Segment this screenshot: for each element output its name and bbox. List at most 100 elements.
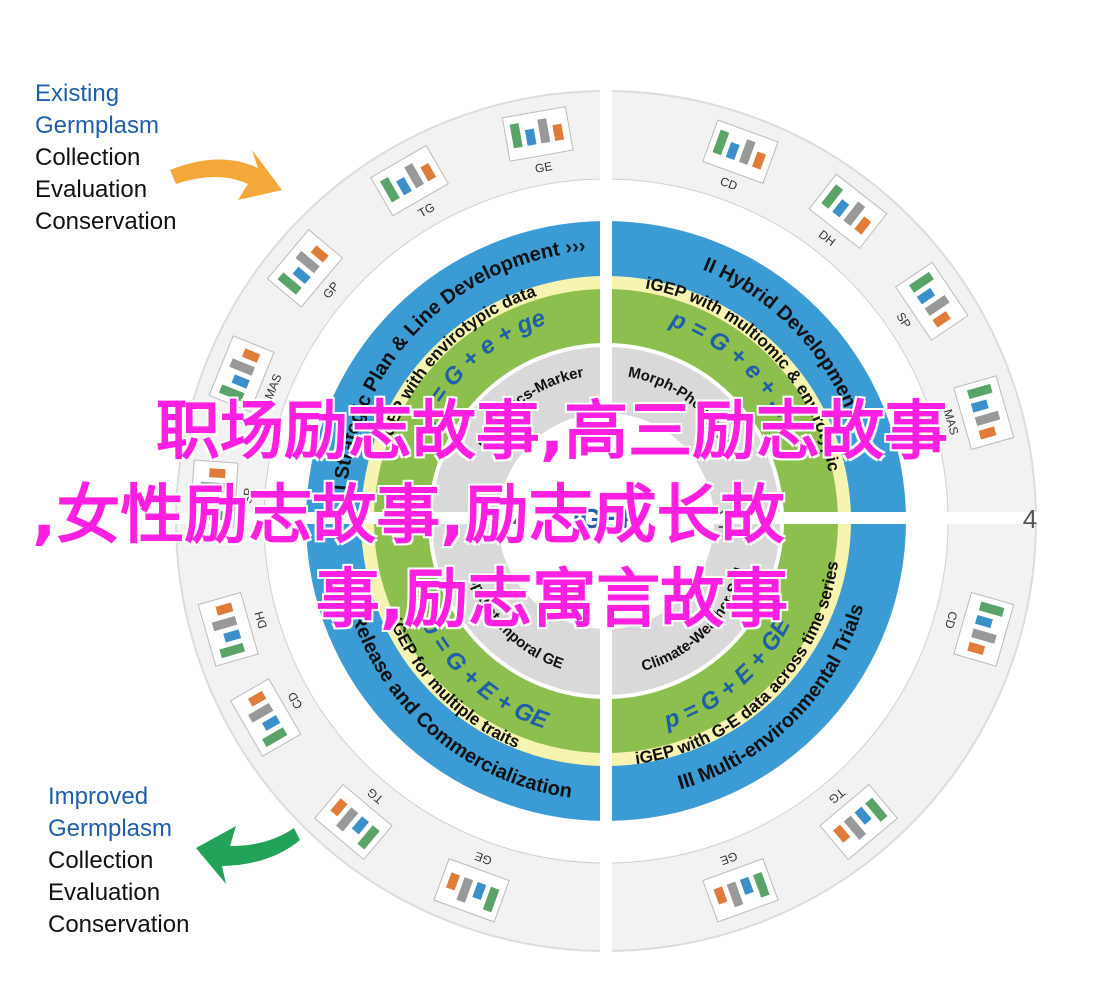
thumbnail-graphic — [248, 702, 274, 723]
thumbnail-graphic — [924, 295, 950, 316]
thumbnail-ge: GE — [501, 106, 574, 176]
thumbnail-graphic — [713, 886, 728, 905]
thumbnail-frame — [501, 106, 574, 162]
thumbnail-graphic — [335, 807, 359, 832]
improved-item-evaluation: Evaluation — [48, 879, 161, 906]
thumbnail-graphic — [379, 177, 400, 203]
thumbnail-graphic — [456, 877, 474, 903]
thumbnail-sp: SP — [893, 261, 969, 341]
thumbnail-graphic — [310, 245, 329, 263]
thumbnail-frame — [819, 783, 899, 861]
thumbnail-cd: CD — [942, 591, 1015, 667]
thumbnail-graphic — [970, 399, 989, 413]
thumbnail-graphic — [482, 886, 500, 913]
thumbnail-graphic — [843, 815, 867, 840]
thumbnail-label: CD — [718, 174, 739, 193]
thumbnail-graphic — [247, 690, 267, 707]
thumbnail-graphic — [404, 163, 425, 189]
existing-line2: Germplasm — [35, 112, 160, 139]
thumbnail-label: GE — [718, 849, 739, 868]
thumbnail-frame — [895, 261, 969, 341]
thumbnail-label: MAS — [941, 408, 962, 437]
improved-line2: Germplasm — [48, 815, 173, 842]
thumbnail-ge: GE — [433, 849, 510, 923]
thumbnail-tg: TG — [370, 144, 449, 220]
thumbnail-graphic — [712, 129, 730, 156]
thumbnail-graphic — [330, 798, 348, 817]
thumbnail-graphic — [752, 151, 766, 170]
existing-item-collection: Collection — [35, 144, 141, 171]
thumbnail-label: GE — [534, 159, 554, 176]
existing-item-conservation: Conservation — [35, 208, 177, 235]
thumbnail-label: CD — [942, 610, 960, 631]
thumbnail-label: SP — [240, 487, 255, 504]
thumbnail-graphic — [200, 481, 225, 493]
thumbnail-graphic — [215, 602, 234, 616]
existing-germplasm-label: Existing Germplasm Collection Evaluation… — [35, 78, 176, 238]
overlay-line1: 职场励志故事,高三励志故事 — [155, 395, 949, 469]
thumbnail-gp: GP — [266, 228, 344, 308]
thumbnail-graphic — [843, 201, 866, 226]
thumbnail-graphic — [752, 872, 770, 898]
thumbnail-graphic — [726, 881, 744, 908]
thumbnail-graphic — [865, 797, 888, 822]
overlay-line3: 事,励志寓言故事 — [315, 563, 789, 637]
thumbnail-graphic — [262, 727, 288, 748]
improved-item-collection: Collection — [48, 847, 154, 874]
arrow-existing-icon — [170, 150, 282, 200]
thumbnail-graphic — [277, 272, 302, 295]
thumbnail-graphic — [932, 311, 951, 328]
thumbnail-graphic — [209, 468, 226, 479]
thumbnail-graphic — [854, 216, 872, 235]
thumbnail-graphic — [357, 825, 380, 850]
thumbnail-graphic — [295, 250, 320, 274]
thumbnail-graphic — [978, 601, 1005, 617]
thumbnail-frame — [808, 173, 888, 250]
thumbnail-graphic — [229, 358, 255, 376]
thumbnail-graphic — [552, 123, 565, 141]
inner-left-number: 4 — [513, 504, 527, 534]
thumbnail-mas: MAS — [941, 375, 1015, 451]
thumbnail-graphic — [218, 384, 245, 402]
thumbnail-sp: SP — [189, 459, 255, 528]
thumbnail-graphic — [974, 410, 1001, 427]
existing-item-evaluation: Evaluation — [35, 176, 148, 203]
thumbnail-graphic — [446, 872, 460, 891]
thumbnail-graphic — [351, 816, 369, 835]
thumbnail-graphic — [725, 141, 740, 161]
thumbnail-graphic — [420, 162, 437, 182]
arrow-improved-icon — [196, 826, 300, 884]
overlay-text: 职场励志故事,高三励志故事 ,女性励志故事,励志成长故 事,励志寓言故事 — [0, 390, 1104, 642]
thumbnail-frame — [266, 228, 344, 308]
thumbnail-cd: CD — [702, 119, 779, 193]
thumbnail-tg: TG — [819, 783, 899, 861]
thumbnail-graphic — [971, 628, 997, 644]
thumbnail-graphic — [242, 348, 261, 363]
thumbnail-ge: GE — [702, 849, 779, 923]
thumbnail-graphic — [231, 374, 250, 389]
thumbnail-graphic — [916, 287, 936, 305]
thumbnail-graphic — [821, 184, 844, 209]
thumbnail-graphic — [975, 615, 993, 629]
thumbnail-graphic — [396, 176, 412, 196]
thumbnail-graphic — [909, 271, 934, 293]
inner-right-number: 1 — [717, 504, 731, 534]
overlay-line2: ,女性励志故事,励志成长故 — [32, 479, 785, 553]
thumbnail-dh: DH — [197, 591, 270, 667]
thumbnail-graphic — [472, 881, 487, 901]
center-label: iGEP — [573, 503, 640, 534]
thumbnail-graphic — [207, 496, 224, 507]
thumbnail-label: GE — [473, 849, 494, 868]
thumbnail-graphic — [739, 876, 754, 895]
thumbnail-graphic — [967, 641, 986, 655]
existing-line1: Existing — [35, 80, 120, 107]
thumbnail-graphic — [832, 199, 850, 218]
thumbnail-graphic — [223, 629, 242, 643]
thumbnail-graphic — [738, 139, 756, 165]
improved-item-conservation: Conservation — [48, 911, 190, 938]
thumbnail-graphic — [524, 128, 537, 146]
thumbnail-graphic — [537, 118, 551, 144]
